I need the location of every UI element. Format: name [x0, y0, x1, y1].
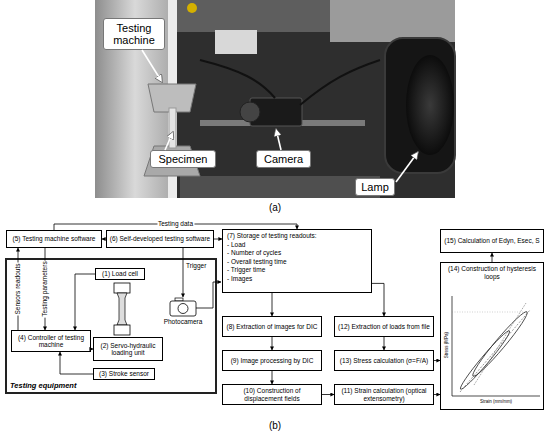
signal-label: Trigger — [186, 262, 206, 269]
process-box: (12) Extraction of loads from file — [334, 316, 434, 337]
node-title: (10) Construction of displacement fields — [225, 387, 319, 402]
node-title: Testing equipment — [10, 381, 76, 390]
axis-label: Stress (MPa) — [445, 332, 450, 358]
connector-group — [18, 224, 492, 395]
panel-label: (a) — [269, 202, 281, 213]
photo-callout: Lamp — [355, 178, 395, 196]
connector-arrow — [372, 283, 384, 316]
cable — [200, 60, 275, 98]
node-title: Camera — [260, 153, 307, 165]
node-title: Lamp — [359, 181, 391, 193]
camera-lens-symbol — [178, 304, 188, 314]
image-line — [196, 282, 221, 308]
connector-label: Sensors readouts — [14, 263, 22, 316]
node-title: (9) Image processing by DIC — [225, 357, 319, 365]
leader-line — [142, 50, 162, 82]
bench — [180, 176, 380, 198]
node-text: - Images — [227, 275, 367, 284]
connector-arrow — [60, 352, 93, 374]
node-title: (5) Testing machine software — [9, 235, 99, 243]
process-box: (5) Testing machine software — [6, 230, 102, 248]
process-box: (11) Strain calculation (optical extenso… — [334, 384, 434, 405]
photo-callout: Testing machine — [103, 18, 165, 50]
connector-arrow — [272, 293, 273, 316]
camera-lens — [240, 102, 260, 122]
node-title: (11) Strain calculation (optical extenso… — [337, 387, 431, 402]
leader-line — [276, 129, 281, 150]
leader-line — [165, 132, 173, 150]
connector-arrow — [272, 337, 273, 350]
node-text: - Load — [227, 241, 367, 250]
equipment-group: Testing equipment (1) Load cell (4) Contro… — [5, 258, 217, 394]
node-title: (12) Extraction of loads from file — [337, 323, 431, 331]
node-text: - Trigger time — [227, 266, 367, 275]
photo-callout: Specimen — [150, 150, 216, 168]
node-title: Testing machine — [107, 22, 161, 46]
process-box: (2) Servo-hydraulic loading unit — [93, 337, 163, 361]
node-title: (13) Stress calculation (σ=F/A) — [337, 357, 431, 365]
process-box: (6) Self-developed testing software — [106, 230, 214, 248]
machine-sticker — [215, 30, 257, 54]
machine-knob — [187, 3, 197, 13]
process-box: (1) Load cell — [95, 268, 145, 280]
camera-flash-symbol — [175, 298, 183, 301]
photo-background — [95, 0, 455, 198]
node-title: (7) Storage of testing readouts: — [227, 232, 367, 241]
node-title: (3) Stroke sensor — [96, 370, 152, 378]
lower-grip-symbol — [114, 325, 130, 335]
trigger-line — [183, 248, 184, 297]
node-title: (15) Calculation of Edyn, Esec, S — [443, 237, 541, 245]
leader-line — [396, 152, 418, 182]
connector-arrow — [75, 274, 95, 330]
node-title: (14) Construction of hysteresis loops — [444, 265, 540, 280]
camera-symbol — [170, 301, 196, 316]
specimen-part — [169, 108, 176, 148]
cable — [300, 60, 380, 105]
connector-arrow — [492, 253, 493, 262]
node-title: (1) Load cell — [98, 270, 142, 278]
process-box: (4) Controller of testing machine — [11, 330, 91, 352]
process-box: (3) Stroke sensor — [93, 368, 155, 380]
lamp-housing — [385, 38, 455, 173]
chart-box: (14) Construction of hysteresis loops — [440, 262, 544, 410]
node-text: - Overall testing time — [227, 258, 367, 267]
connector-arrow — [322, 394, 334, 395]
process-box: (10) Construction of displacement fields — [222, 384, 322, 405]
photo-callout: Camera — [256, 150, 311, 168]
specimen-symbol — [117, 293, 127, 325]
node-title: (4) Controller of testing machine — [14, 334, 88, 349]
panel-label: (b) — [269, 420, 281, 431]
connector-label: Testing parameters — [41, 260, 49, 317]
process-box: (8) Extraction of images for DIC — [222, 316, 322, 337]
node-title: Specimen — [154, 153, 212, 165]
node-title: (2) Servo-hydraulic loading unit — [96, 342, 160, 357]
process-box: (15) Calculation of Edyn, Esec, S — [440, 229, 544, 253]
node-title: (6) Self-developed testing software — [109, 235, 211, 243]
upper-grip-symbol — [114, 283, 130, 293]
device-label: Photocamera — [164, 318, 203, 325]
connector-arrow — [214, 239, 222, 240]
lamp-face — [406, 55, 454, 155]
connector-arrow — [272, 371, 273, 384]
process-box: (9) Image processing by DIC — [222, 350, 322, 371]
lab-window — [330, 0, 455, 42]
process-box: (13) Stress calculation (σ=F/A) — [334, 350, 434, 371]
connector-arrow — [384, 337, 385, 350]
node-text: - Number of cycles — [227, 249, 367, 258]
storage-box: (7) Storage of testing readouts:- Load- … — [222, 229, 372, 293]
axis-label: Strain (mm/mm) — [480, 400, 512, 405]
node-title: (8) Extraction of images for DIC — [225, 323, 319, 331]
connector-label: Testing data — [157, 220, 194, 228]
